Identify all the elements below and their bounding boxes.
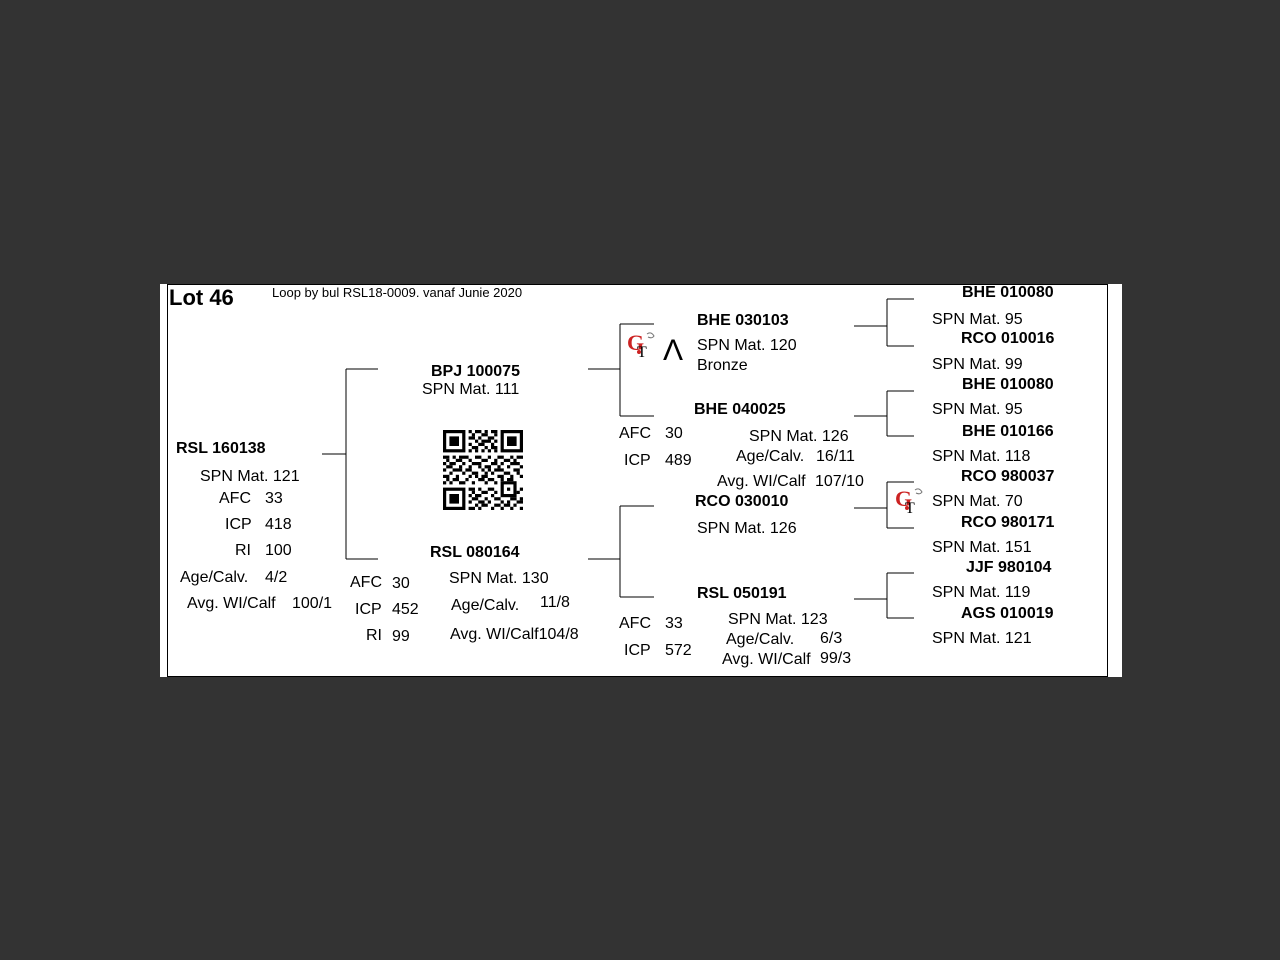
gg-3-spn: SPN Mat. 95 (932, 401, 1023, 418)
pedigree-card: Lot 46 Loop by bul RSL18-0009. vanaf Jun… (160, 284, 1122, 677)
dam-icp-value: 452 (392, 601, 419, 618)
card-border-top (167, 284, 1108, 285)
dd-agecalv-value: 6/3 (820, 630, 843, 647)
gg-4-id: BHE 010166 (962, 423, 1054, 440)
sd-icp-label: ICP (624, 452, 651, 469)
svg-text:G: G (895, 486, 912, 511)
caret-icon: Λ (663, 334, 684, 367)
animal-agecalv-value: 4/2 (265, 569, 288, 586)
dam-agecalv-label: Age/Calv. (451, 597, 520, 614)
dam-avgwi-label: Avg. WI/Calf104/8 (450, 626, 579, 643)
gg-8-spn: SPN Mat. 121 (932, 630, 1032, 647)
qr-code-icon (443, 430, 523, 510)
animal-afc-label: AFC (219, 490, 251, 507)
sd-afc-label: AFC (619, 425, 651, 442)
animal-id: RSL 160138 (176, 440, 266, 457)
dam-ri-value: 99 (392, 628, 410, 645)
sd-agecalv-label: Age/Calv. (736, 448, 805, 465)
gg-5-spn: SPN Mat. 70 (932, 493, 1023, 510)
gg-5-id: RCO 980037 (961, 468, 1055, 485)
gg-6-spn: SPN Mat. 151 (932, 539, 1032, 556)
gt-logo-icon: G T (895, 486, 923, 517)
lot-number: Lot 46 (169, 285, 234, 310)
animal-afc-value: 33 (265, 490, 283, 507)
dd-spn: SPN Mat. 123 (728, 611, 828, 628)
gg-6-id: RCO 980171 (961, 514, 1055, 531)
sd-spn: SPN Mat. 126 (749, 428, 849, 445)
dam-ri-label: RI (366, 627, 382, 644)
dd-afc-label: AFC (619, 615, 651, 632)
gg-7-spn: SPN Mat. 119 (932, 584, 1031, 601)
dd-avgwi-value: 99/3 (820, 650, 852, 667)
dd-avgwi-label: Avg. WI/Calf (722, 651, 811, 668)
animal-icp-value: 418 (265, 516, 292, 533)
sire-spn: SPN Mat. 111 (422, 381, 520, 398)
sire-id: BPJ 100075 (431, 363, 520, 380)
sd-icp-value: 489 (665, 452, 692, 469)
gg-2-spn: SPN Mat. 99 (932, 356, 1023, 373)
card-border-left (167, 284, 168, 677)
dd-icp-value: 572 (665, 642, 692, 659)
gg-4-spn: SPN Mat. 118 (932, 448, 1031, 465)
sd-avgwi-label: Avg. WI/Calf (717, 473, 806, 490)
animal-avgwi-label: Avg. WI/Calf (187, 595, 276, 612)
svg-text:T: T (905, 500, 915, 517)
animal-avgwi-value: 100/1 (292, 595, 333, 612)
dam-agecalv-value: 11/8 (540, 594, 570, 611)
gg-8-id: AGS 010019 (961, 605, 1054, 622)
animal-icp-label: ICP (225, 516, 252, 533)
dam-id: RSL 080164 (430, 544, 520, 561)
ds-id: RCO 030010 (695, 493, 789, 510)
gt-logo-icon: G T (627, 330, 655, 361)
sd-afc-value: 30 (665, 425, 683, 442)
gg-2-id: RCO 010016 (961, 330, 1055, 347)
ss-award: Bronze (697, 357, 748, 374)
gg-7-id: JJF 980104 (966, 559, 1052, 576)
ds-spn: SPN Mat. 126 (697, 520, 797, 537)
svg-text:T: T (637, 344, 647, 361)
sd-id: BHE 040025 (694, 401, 786, 418)
card-border-right (1107, 284, 1108, 677)
sd-avgwi-value: 107/10 (815, 473, 864, 490)
animal-agecalv-label: Age/Calv. (180, 569, 249, 586)
animal-ri-value: 100 (265, 542, 292, 559)
gg-3-id: BHE 010080 (962, 376, 1054, 393)
header-note: Loop by bul RSL18-0009. vanaf Junie 2020 (272, 285, 523, 300)
dd-id: RSL 050191 (697, 585, 787, 602)
dd-afc-value: 33 (665, 615, 683, 632)
gg-1-spn: SPN Mat. 95 (932, 311, 1023, 328)
gg-1-id: BHE 010080 (962, 284, 1054, 301)
dd-agecalv-label: Age/Calv. (726, 631, 795, 648)
dam-afc-value: 30 (392, 575, 410, 592)
animal-spn: SPN Mat. 121 (200, 468, 300, 485)
dam-icp-label: ICP (355, 601, 382, 618)
ss-id: BHE 030103 (697, 312, 789, 329)
dam-afc-label: AFC (350, 574, 382, 591)
svg-text:G: G (627, 330, 644, 355)
dd-icp-label: ICP (624, 642, 651, 659)
pedigree-tree-lines (322, 298, 914, 619)
ss-spn: SPN Mat. 120 (697, 337, 797, 354)
card-border-bottom (167, 676, 1108, 677)
dam-spn: SPN Mat. 130 (449, 570, 549, 587)
animal-ri-label: RI (235, 542, 251, 559)
sd-agecalv-value: 16/11 (816, 448, 855, 465)
